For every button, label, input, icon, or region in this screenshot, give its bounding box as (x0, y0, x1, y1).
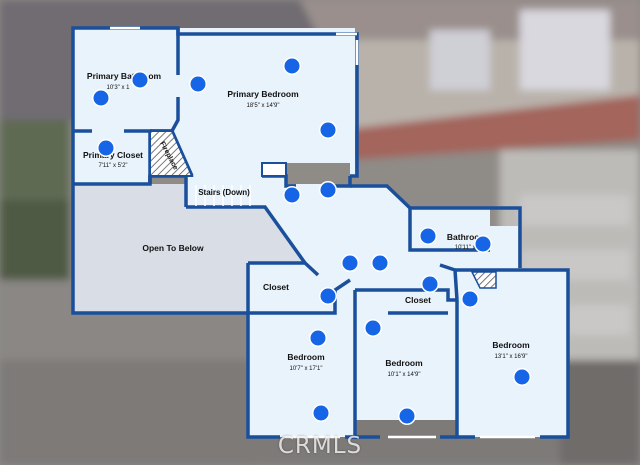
camera-marker[interactable] (320, 122, 336, 138)
camera-marker[interactable] (313, 405, 329, 421)
camera-marker[interactable] (320, 288, 336, 304)
wall-open-diagonal (186, 205, 307, 265)
wall-right-divider (439, 263, 459, 301)
label-bedroom-left: Bedroom (287, 352, 325, 362)
camera-marker[interactable] (310, 330, 326, 346)
bath-hatch (470, 271, 497, 289)
wall-bath-box (408, 208, 490, 252)
camera-marker[interactable] (399, 408, 415, 424)
wall-closet-mid (355, 288, 457, 302)
camera-marker[interactable] (342, 255, 358, 271)
label-closet-mid: Closet (405, 295, 431, 305)
label-closet-left: Closet (263, 282, 289, 292)
camera-marker[interactable] (284, 58, 300, 74)
wall-outline-left (71, 131, 248, 315)
label-bathroom: Bathroom (447, 232, 488, 242)
label-primary-closet: Primary Closet (83, 150, 143, 160)
size-bedroom-left: 10'7" x 17'1" (290, 366, 323, 372)
upper-floor-fill (73, 28, 568, 437)
wall-closet-left (248, 261, 320, 277)
size-primary-closet: 7'11" x 5'2" (98, 163, 127, 169)
camera-marker[interactable] (372, 255, 388, 271)
camera-marker[interactable] (284, 187, 300, 203)
label-stairs: Stairs (Down) (198, 188, 250, 197)
label-primary-bedroom: Primary Bedroom (227, 89, 299, 99)
wall-corridor-diag (350, 184, 412, 210)
watermark: CRMLS (277, 433, 363, 459)
stair-landing-rect (261, 162, 287, 177)
camera-marker[interactable] (320, 182, 336, 198)
camera-marker[interactable] (132, 72, 148, 88)
stairs-treads (195, 185, 251, 206)
label-bedroom-mid: Bedroom (385, 358, 423, 368)
walls (71, 26, 570, 439)
camera-marker[interactable] (93, 90, 109, 106)
size-bedroom-right: 13'1" x 16'9" (495, 354, 528, 360)
wall-bath-right (410, 206, 522, 268)
label-bedroom-right: Bedroom (492, 340, 530, 350)
wall-bottom (246, 263, 280, 439)
camera-markers (92, 57, 531, 425)
fireplace-hatch (149, 130, 194, 177)
camera-marker[interactable] (462, 291, 478, 307)
camera-marker[interactable] (190, 76, 206, 92)
size-primary-bathroom: 10'3" x 1 (107, 85, 131, 91)
size-primary-bedroom: 18'5" x 14'9" (247, 103, 280, 109)
camera-marker[interactable] (514, 369, 530, 385)
label-primary-bathroom: Primary Bathroom (87, 71, 162, 81)
windows (110, 26, 535, 439)
room-labels: Primary Bathroom 10'3" x 1 Primary Bedro… (83, 71, 530, 378)
size-bedroom-mid: 10'1" x 14'9" (388, 372, 421, 378)
wall-right-bedroom (455, 268, 570, 439)
camera-marker[interactable] (98, 140, 114, 156)
camera-marker[interactable] (475, 236, 491, 252)
camera-marker[interactable] (422, 276, 438, 292)
size-bathroom: 10'11" x ( (455, 245, 480, 251)
camera-marker[interactable] (420, 228, 436, 244)
camera-marker[interactable] (365, 320, 381, 336)
label-open-to-below: Open To Below (142, 243, 204, 253)
